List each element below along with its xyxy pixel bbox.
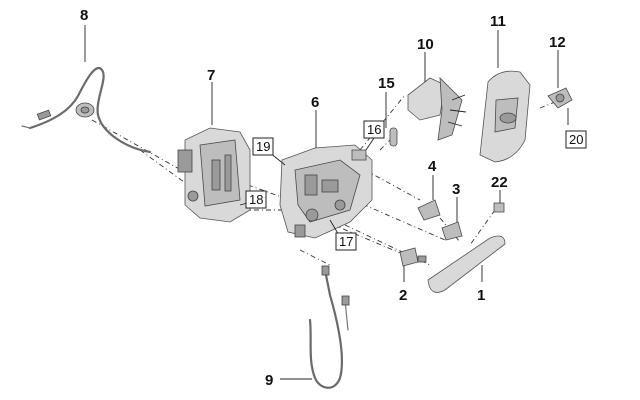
- callout-4: 4: [428, 158, 437, 175]
- callout-8: 8: [80, 7, 88, 24]
- boxed-callouts: 19 18 16 17 20: [245, 120, 587, 251]
- callout-22: 22: [491, 174, 508, 191]
- callout-6: 6: [311, 94, 319, 111]
- callout-15: 15: [378, 75, 395, 92]
- part-12-lever: [547, 87, 573, 109]
- part-4-clip: [417, 199, 441, 221]
- part-10-bracket: [407, 76, 467, 141]
- leader-lines: [84, 25, 569, 380]
- boxed-callout-19: 19: [252, 137, 274, 156]
- callout-labels: 8 7 6 15 10 11 12 4 3 22 2 1 9: [80, 7, 566, 389]
- callout-3: 3: [452, 181, 460, 198]
- svg-text:20: 20: [569, 132, 583, 147]
- svg-text:17: 17: [339, 234, 353, 249]
- part-1-outer-handle: [427, 235, 506, 293]
- callout-12: 12: [549, 34, 566, 51]
- boxed-callout-17: 17: [335, 232, 357, 251]
- part-8-cable: [21, 67, 152, 154]
- part-22-bolt: [493, 202, 505, 213]
- svg-text:18: 18: [249, 192, 263, 207]
- part-3-clip: [441, 221, 463, 241]
- boxed-callout-16: 16: [363, 120, 385, 139]
- svg-text:19: 19: [256, 139, 270, 154]
- part-6-lock-assembly: [279, 144, 373, 239]
- callout-7: 7: [207, 67, 215, 84]
- boxed-callout-18: 18: [245, 190, 267, 209]
- part-11-handle-cover: [479, 70, 531, 163]
- boxed-callout-20: 20: [565, 130, 587, 149]
- part-2-bracket: [399, 247, 427, 267]
- svg-text:16: 16: [367, 122, 381, 137]
- part-7-lock-module: [177, 127, 251, 223]
- callout-11: 11: [490, 13, 506, 30]
- callout-2: 2: [399, 287, 407, 304]
- part-9-cable: [308, 265, 350, 389]
- callout-10: 10: [417, 36, 434, 53]
- part-15-pin: [389, 127, 398, 147]
- callout-1: 1: [477, 287, 485, 304]
- callout-9: 9: [265, 372, 273, 389]
